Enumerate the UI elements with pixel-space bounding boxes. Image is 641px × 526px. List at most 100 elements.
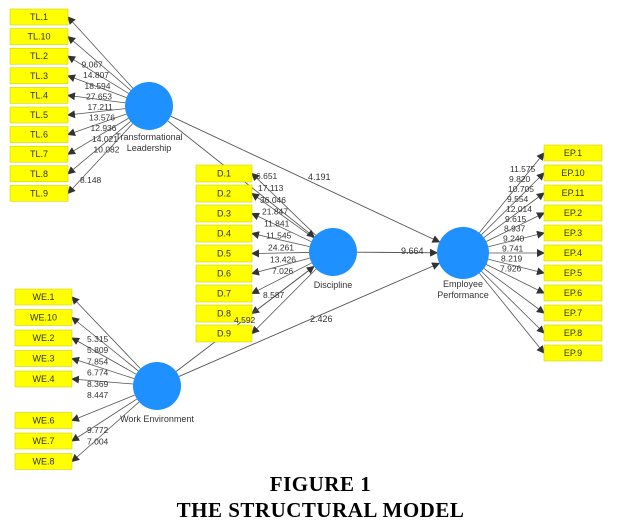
indicator-d-3-loading-line: [251, 212, 312, 243]
indicator-d-6-box: [195, 264, 253, 283]
indicator-d-1-loading-value: 6.651: [256, 171, 278, 181]
indicator-d-5-label: D.5: [217, 249, 231, 259]
indicator-we-7-loading-value: 9.772: [87, 425, 109, 435]
path-coefficient-d-ep: 9.664: [401, 246, 424, 256]
indicator-we-2-loading-value: 7.854: [87, 356, 109, 366]
indicator-d-5-box: [195, 244, 253, 263]
indicator-ep-3-loading-value: 12.014: [506, 204, 532, 214]
indicator-tl-3-box: [9, 67, 69, 85]
indicator-d-9-label: D.9: [217, 329, 231, 339]
construct-tl-label: Leadership: [127, 143, 172, 153]
indicator-d-2-box: [195, 184, 253, 203]
indicator-we-1-box: [14, 288, 73, 306]
indicator-d-3-label: D.3: [217, 209, 231, 219]
indicator-d-4-box: [195, 224, 253, 243]
indicator-tl-2-loading-value: 14.807: [83, 70, 109, 80]
indicator-d-6-loading-value: 11.545: [266, 231, 292, 241]
indicator-ep-2-label: EP.2: [564, 208, 582, 218]
indicator-ep-4-box: [543, 244, 603, 262]
indicator-ep-9-loading-value: 7.926: [500, 264, 522, 274]
indicator-tl-3-loading-line: [67, 74, 127, 98]
indicator-tl-4-loading-value: 27.653: [86, 91, 112, 101]
indicator-tl-6-loading-line: [67, 113, 127, 137]
indicator-ep-10-loading-line: [481, 172, 545, 236]
indicator-we-7-loading-line: [71, 398, 138, 442]
path-coefficient-we-ep: 2.426: [310, 314, 333, 324]
indicator-d-7-label: D.7: [217, 289, 231, 299]
indicator-d-7-loading-line: [251, 262, 312, 294]
indicator-d-2-loading-line: [251, 192, 314, 239]
indicator-ep-3-box: [543, 224, 603, 242]
indicator-ep-8-loading-value: 8.219: [501, 254, 523, 264]
indicator-d-9-loading-line: [251, 268, 317, 335]
indicator-ep-9-label: EP.9: [564, 348, 582, 358]
indicator-ep-11-box: [543, 184, 603, 202]
indicator-tl-1-label: TL.1: [30, 12, 48, 22]
extra-loading-value: 4.592: [234, 315, 256, 325]
indicator-we-3-box: [14, 350, 73, 367]
indicator-we-6-loading-line: [71, 394, 135, 422]
indicator-d-1-label: D.1: [217, 169, 231, 179]
indicator-tl-7-loading-value: 12.936: [91, 123, 117, 133]
indicator-tl-1-box: [9, 8, 69, 26]
indicator-d-5-loading-value: 11.841: [264, 219, 290, 229]
indicator-d-6-label: D.6: [217, 269, 231, 279]
indicator-tl-5-loading-line: [67, 108, 126, 119]
indicator-ep-8-label: EP.8: [564, 328, 582, 338]
indicator-tl-2-box: [9, 47, 69, 65]
indicator-tl-9-loading-value: 10.082: [94, 144, 120, 154]
construct-ep-label: Employee: [443, 279, 483, 289]
indicator-d-3-loading-value: 36.046: [260, 195, 286, 205]
figure-number: FIGURE 1: [269, 472, 372, 496]
indicator-ep-5-box: [543, 264, 603, 282]
indicator-tl-1-loading-line: [67, 16, 134, 89]
indicator-tl-4-box: [9, 87, 69, 104]
indicator-we-8-box: [14, 453, 73, 470]
indicator-ep-6-box: [543, 284, 603, 302]
indicator-we-6-loading-value: 8.447: [87, 390, 109, 400]
indicator-ep-7-loading-line: [483, 268, 545, 314]
construct-d-node: [309, 228, 357, 276]
extra-loading-value: 8.148: [80, 175, 102, 185]
path-we-to-ep: [178, 262, 441, 377]
indicator-we-1-loading-value: 5.315: [87, 334, 109, 344]
indicator-ep-7-box: [543, 304, 603, 322]
indicator-tl-10-box: [9, 28, 69, 45]
construct-we-label: Work Environment: [120, 414, 194, 424]
indicator-ep-6-loading-value: 9.240: [503, 234, 525, 244]
indicator-tl-5-loading-value: 17.211: [88, 102, 114, 112]
indicator-ep-11-label: EP.11: [562, 188, 585, 198]
indicator-we-10-label: WE.10: [30, 313, 57, 323]
indicator-we-1-loading-line: [71, 296, 141, 369]
indicator-tl-9-label: TL.9: [30, 188, 48, 198]
indicator-we-6-box: [14, 412, 73, 429]
indicator-we-4-loading-value: 8.369: [87, 379, 109, 389]
indicator-tl-2-label: TL.2: [30, 51, 48, 61]
indicator-tl-4-loading-line: [67, 92, 126, 104]
indicator-ep-4-label: EP.4: [564, 248, 582, 258]
indicator-d-4-label: D.4: [217, 229, 231, 239]
path-tl-to-ep: [170, 115, 441, 243]
indicator-d-8-loading-value: 13.426: [270, 254, 296, 264]
indicator-ep-10-label: EP.10: [561, 168, 584, 178]
indicator-d-1-box: [195, 164, 253, 183]
indicator-tl-6-label: TL.6: [30, 130, 48, 140]
indicator-we-4-loading-line: [71, 375, 134, 385]
indicator-tl-2-loading-line: [67, 55, 129, 94]
indicator-ep-6-loading-line: [486, 264, 545, 294]
construct-ep-label: Performance: [437, 290, 489, 300]
indicator-tl-10-label: TL.10: [27, 32, 50, 42]
path-d-to-ep: [356, 248, 439, 257]
indicator-ep-2-box: [543, 204, 603, 222]
indicator-we-2-loading-line: [71, 337, 137, 375]
indicator-we-8-loading-value: 7.004: [87, 436, 109, 446]
indicator-we-1-label: WE.1: [32, 292, 54, 302]
indicator-tl-6-box: [9, 126, 69, 143]
indicator-tl-8-loading-value: 14.021: [92, 134, 118, 144]
indicator-we-7-label: WE.7: [32, 436, 54, 446]
construct-tl-label: Transformational: [115, 132, 182, 142]
indicator-tl-7-label: TL.7: [30, 149, 48, 159]
indicator-tl-7-loading-line: [67, 117, 129, 155]
indicator-we-3-loading-value: 6.774: [87, 368, 109, 378]
